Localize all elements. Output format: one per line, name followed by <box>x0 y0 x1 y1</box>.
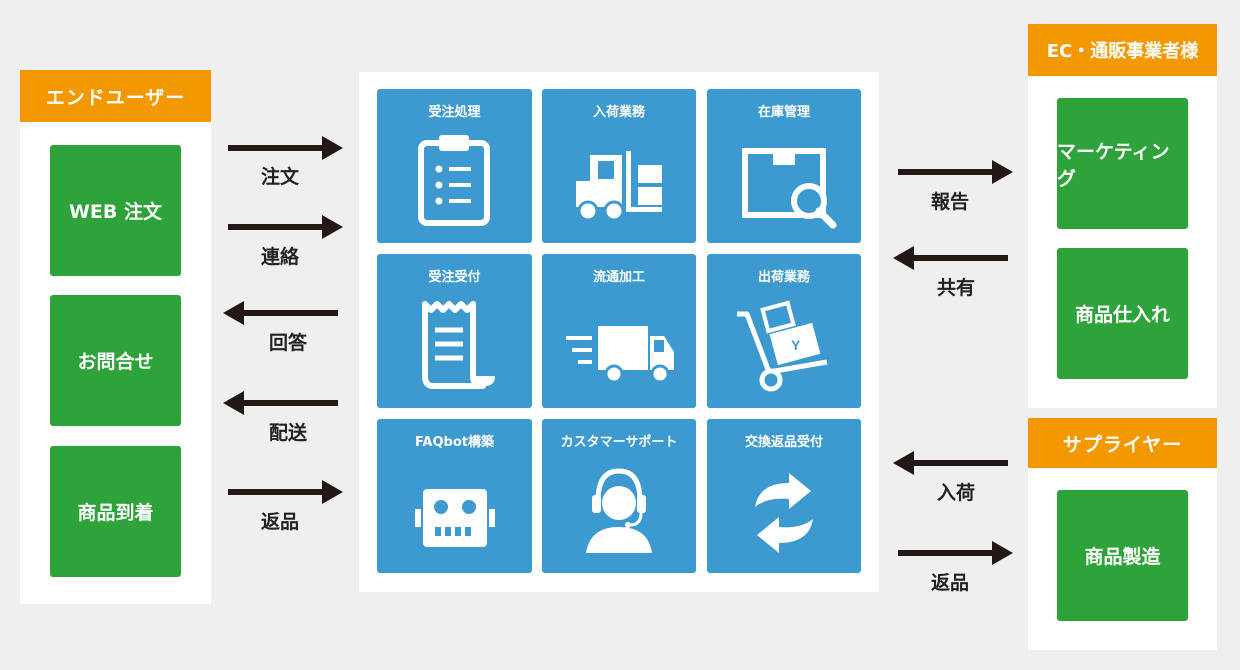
tile-faqbot: FAQbot構築 <box>377 419 532 573</box>
arrow-left-share <box>893 246 1008 270</box>
label-delivery: 配送 <box>268 422 307 444</box>
end-user-header: エンドユーザー <box>20 70 211 122</box>
headset-operator-icon <box>586 468 652 553</box>
label-report: 報告 <box>930 191 969 213</box>
clipboard-icon <box>418 135 490 226</box>
tile-label: カスタマーサポート <box>560 435 678 450</box>
arrow-right-contact <box>228 215 343 239</box>
tile-label: 流通加工 <box>592 270 645 285</box>
label-arrival: 入荷 <box>936 482 975 504</box>
manufacturing-box: 商品製造 <box>1057 490 1188 621</box>
inquiry-box: お問合せ <box>50 295 181 426</box>
label-contact: 連絡 <box>260 246 299 268</box>
label-answer: 回答 <box>268 332 307 354</box>
tile-label: 在庫管理 <box>757 105 810 120</box>
purchasing-box: 商品仕入れ <box>1057 248 1188 379</box>
arrow-left-answer <box>223 301 338 325</box>
inventory-search-icon <box>742 148 837 229</box>
tile-shipping: 出荷業務 Y <box>707 254 861 408</box>
svg-text:Y: Y <box>791 337 801 353</box>
tile-label: 出荷業務 <box>757 270 810 285</box>
arrow-left-arrival <box>893 451 1008 475</box>
label-return: 返品 <box>260 511 299 533</box>
forklift-icon <box>576 151 662 222</box>
exchange-arrows-icon <box>755 473 813 553</box>
arrow-left-delivery <box>223 391 338 415</box>
tile-distribution-processing: 流通加工 <box>542 254 696 408</box>
tile-order-reception: 受注受付 <box>377 254 532 408</box>
marketing-box: マーケティング <box>1057 98 1188 229</box>
arrow-right-return <box>228 480 343 504</box>
arrow-right-report <box>898 160 1013 184</box>
delivery-truck-icon <box>566 326 674 384</box>
tile-label: 受注受付 <box>428 270 481 285</box>
tile-order-processing: 受注処理 <box>377 89 532 243</box>
product-arrival-box: 商品到着 <box>50 446 181 577</box>
label-order: 注文 <box>260 166 299 188</box>
ec-merchant-header: EC・通販事業者様 <box>1028 24 1217 76</box>
receipt-icon <box>422 301 495 389</box>
web-order-box: WEB 注文 <box>50 145 181 276</box>
robot-icon <box>415 489 495 547</box>
tile-label: 交換返品受付 <box>744 435 823 450</box>
tile-inventory: 在庫管理 <box>707 89 861 243</box>
tile-label: FAQbot構築 <box>415 435 494 450</box>
label-share: 共有 <box>936 277 975 299</box>
arrow-right-order <box>228 136 343 160</box>
tile-label: 入荷業務 <box>592 105 645 120</box>
label-return-supplier: 返品 <box>930 572 969 594</box>
tile-exchange-returns: 交換返品受付 <box>707 419 861 573</box>
tile-label: 受注処理 <box>428 105 481 120</box>
tile-customer-support: カスタマーサポート <box>542 419 696 573</box>
arrow-right-return-supplier <box>898 541 1013 565</box>
tile-receiving: 入荷業務 <box>542 89 696 243</box>
supplier-header: サプライヤー <box>1028 418 1217 468</box>
hand-truck-icon: Y <box>737 300 828 392</box>
